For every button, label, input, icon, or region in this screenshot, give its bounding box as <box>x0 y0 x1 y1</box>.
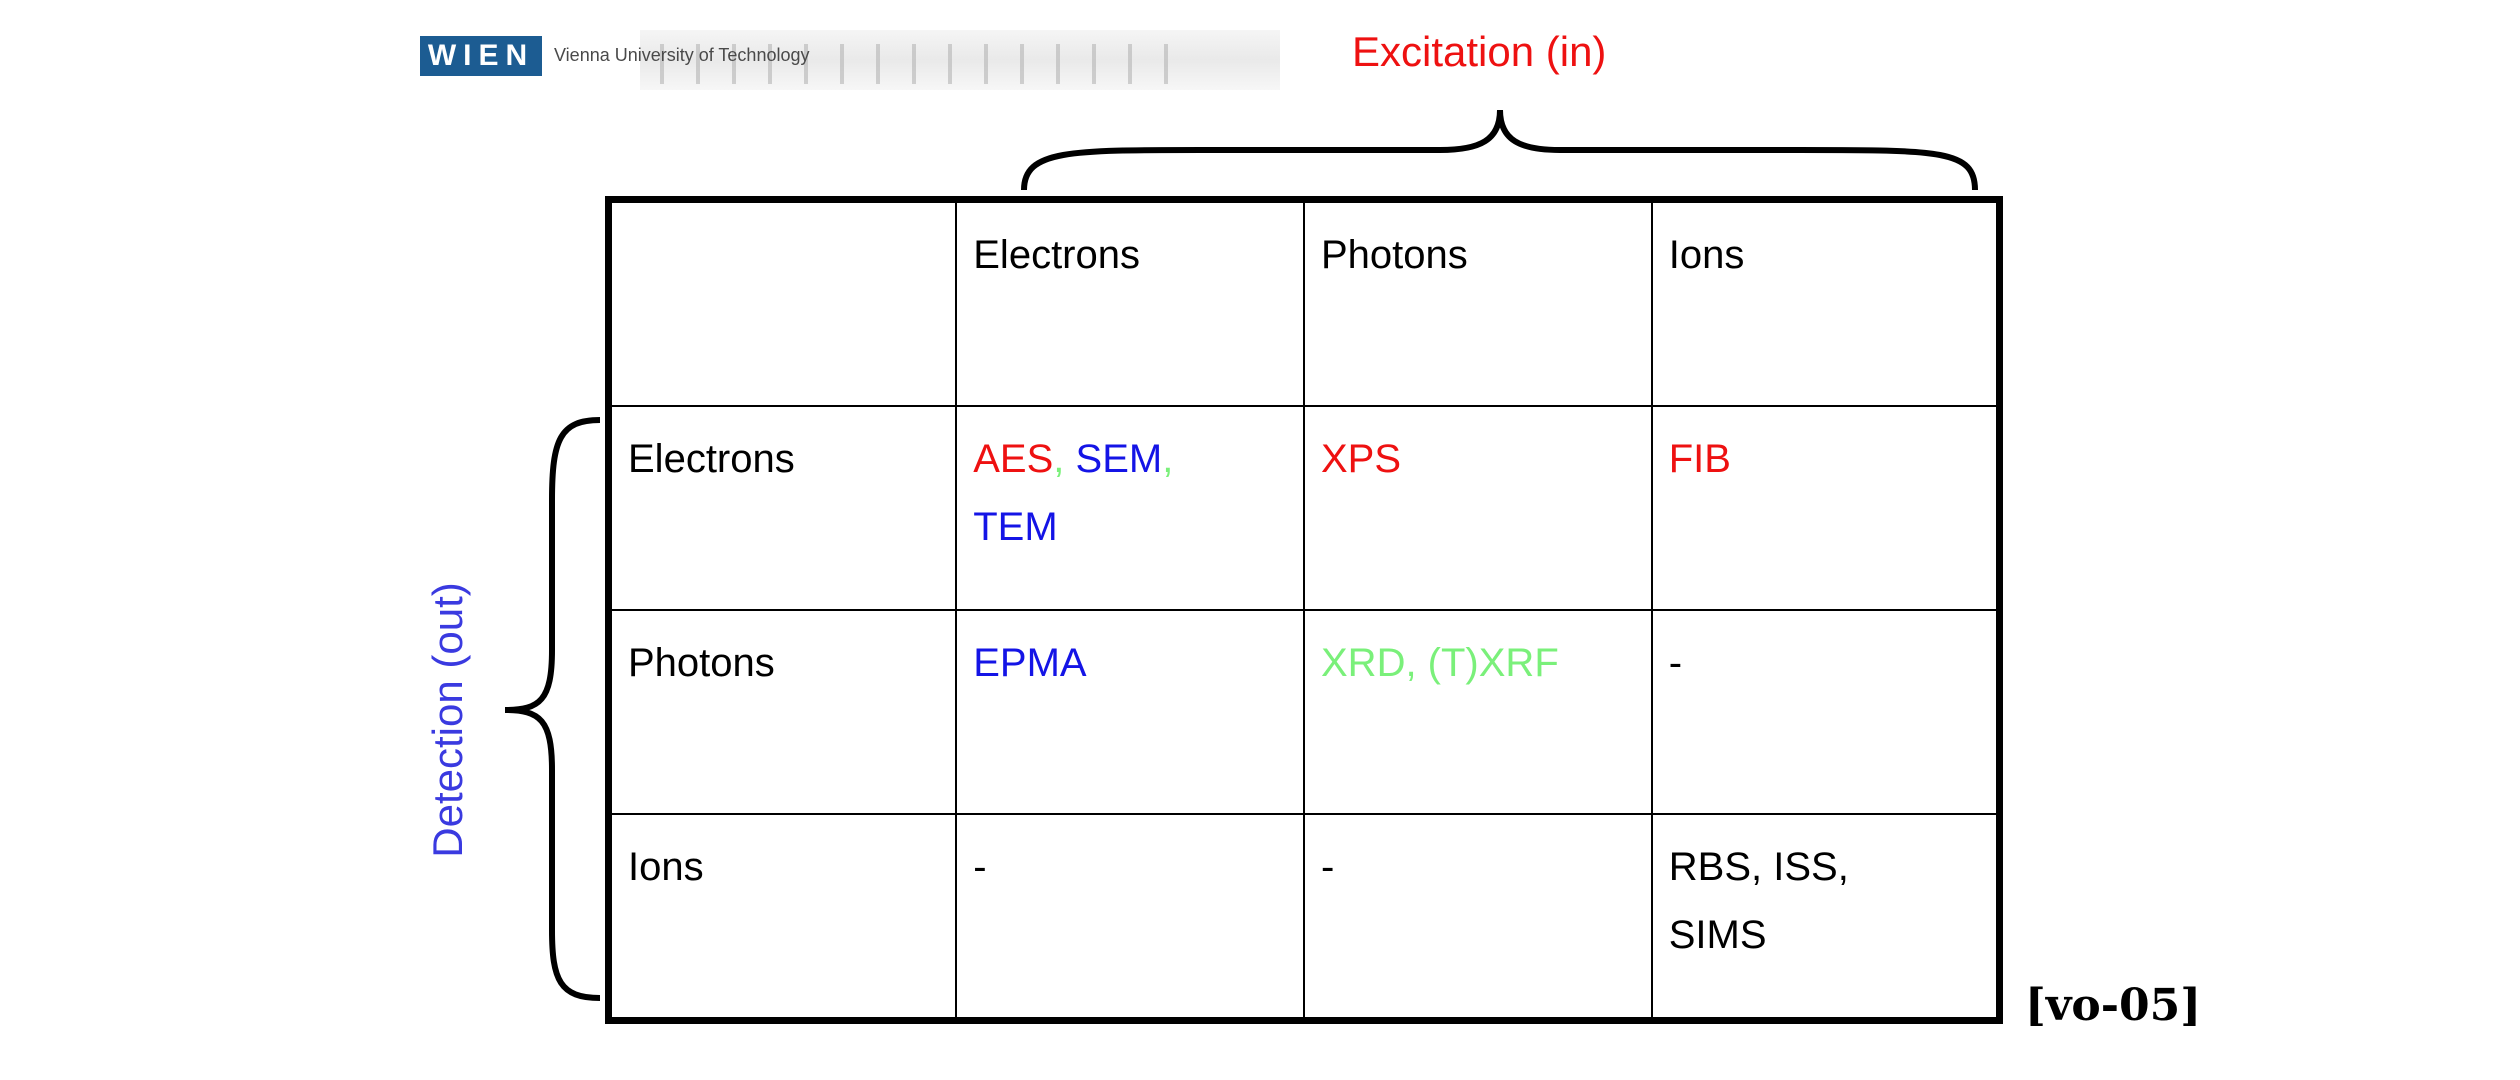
technique-cell: EPMA <box>955 608 1305 815</box>
technique-text: XPS <box>1321 437 1402 482</box>
technique-cell: XPS <box>1303 405 1653 611</box>
excitation-brace <box>1021 109 1978 191</box>
technique-text: - <box>973 844 987 889</box>
university-logo: WIEN <box>420 36 542 76</box>
column-header-photons: Photons <box>1303 198 1653 408</box>
table-row: Photons EPMA XRD, (T)XRF - <box>607 608 2001 815</box>
technique-text: - <box>1668 640 1683 685</box>
technique-text: TEM <box>973 505 1058 550</box>
column-header-ions: Ions <box>1650 198 2001 408</box>
table-corner-cell <box>607 198 958 408</box>
row-header-photons: Photons <box>607 608 958 815</box>
technique-text: SIMS <box>1668 912 1767 957</box>
technique-text: - <box>1321 844 1335 889</box>
technique-text: , <box>1162 437 1174 482</box>
table-row: Ions--RBS, ISS,SIMS <box>607 812 2001 1022</box>
technique-cell: AES, SEM, TEM <box>955 405 1305 611</box>
table-header-row: Electrons Photons Ions <box>607 198 2001 408</box>
technique-text: EPMA <box>973 640 1087 685</box>
row-header-ions: Ions <box>607 812 958 1022</box>
technique-cell: FIB <box>1650 405 2001 611</box>
detection-brace <box>504 417 601 1001</box>
technique-text: FIB <box>1668 437 1731 482</box>
technique-text: , <box>1053 437 1076 482</box>
technique-cell: XRD, (T)XRF <box>1303 608 1653 815</box>
table-row: Electrons AES, SEM, TEM XPS FIB <box>607 405 2001 611</box>
technique-text: XRD, (T)XRF <box>1321 640 1559 685</box>
row-header-electrons: Electrons <box>607 405 958 611</box>
technique-cell: - <box>1650 608 2001 815</box>
excitation-label: Excitation (in) <box>1352 28 1607 75</box>
technique-cell: RBS, ISS, SIMS <box>1650 812 2001 1022</box>
technique-text: AES <box>973 437 1054 482</box>
reference-label: [vo-05] <box>2025 980 2202 1031</box>
technique-text: RBS, ISS, <box>1668 844 1849 889</box>
technique-text: SEM <box>1075 437 1163 482</box>
technique-cell: - <box>955 812 1305 1022</box>
column-header-electrons: Electrons <box>955 198 1305 408</box>
technique-cell: - <box>1303 812 1653 1022</box>
university-subtitle: Vienna University of Technology <box>554 45 810 65</box>
header-building-columns <box>660 44 1180 84</box>
